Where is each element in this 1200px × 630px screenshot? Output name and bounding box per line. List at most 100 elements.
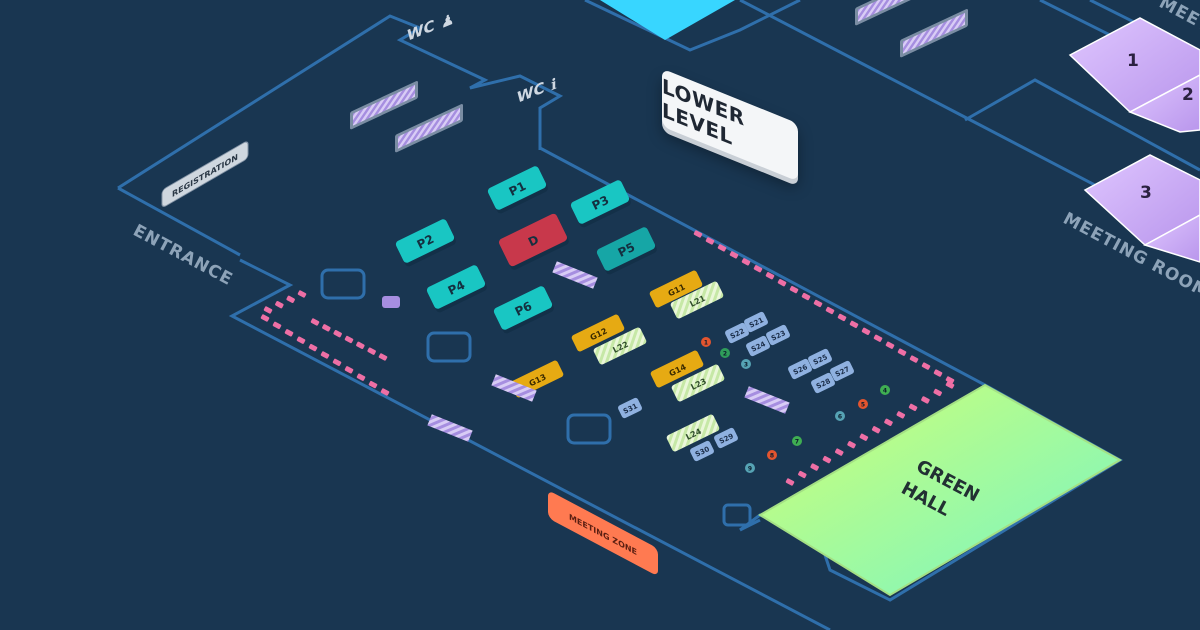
pink-dot	[260, 314, 270, 322]
meeting-room-1: 1	[1127, 51, 1139, 71]
pink-dot	[332, 358, 342, 367]
wc-left: WC ♟	[407, 10, 454, 45]
pink-dot	[834, 448, 844, 456]
booth-g12[interactable]: G12	[571, 314, 626, 353]
small-booth-s24[interactable]: S24	[745, 335, 771, 357]
pink-dot	[798, 470, 807, 479]
pink-dot	[310, 318, 320, 326]
pink-dot	[849, 320, 859, 329]
marker-4: 4	[880, 385, 890, 395]
pink-dot	[871, 426, 881, 434]
small-booth-s23[interactable]: S23	[765, 324, 791, 346]
pink-dot	[908, 403, 918, 412]
meeting-zone[interactable]: MEETING ZONE	[548, 490, 658, 576]
small-booth-s29[interactable]: S29	[713, 427, 739, 449]
small-booth-s28[interactable]: S28	[810, 372, 836, 394]
green-hall[interactable]	[758, 383, 1123, 597]
booth-body	[650, 350, 704, 388]
small-booth-body	[618, 397, 642, 419]
pink-dot	[847, 441, 856, 449]
pod-p4[interactable]: P4	[426, 264, 489, 314]
wc-left-label: WC	[407, 17, 435, 45]
meeting-rooms[interactable]	[1068, 17, 1200, 263]
booth-body	[666, 414, 720, 452]
pod-d[interactable]: D	[498, 212, 570, 271]
small-booth-body	[830, 360, 854, 382]
marker-3: 3	[741, 359, 751, 369]
pink-dot	[933, 369, 943, 377]
small-booth-body	[811, 372, 835, 394]
pink-dot	[896, 411, 906, 419]
pod-p1[interactable]: P1	[487, 165, 550, 215]
pink-dot	[263, 306, 273, 314]
marker-label: 6	[838, 414, 842, 421]
pink-dot	[785, 478, 795, 486]
pod-label: P5	[616, 240, 638, 260]
pink-dot	[933, 388, 942, 397]
marker-dot	[741, 359, 751, 369]
pink-dot	[921, 396, 930, 404]
marker-dot	[745, 463, 755, 473]
booth-g14[interactable]: G14	[650, 350, 705, 389]
pink-dot	[272, 321, 282, 330]
pink-dot	[789, 285, 799, 294]
booth-body	[670, 281, 724, 319]
booth-l23[interactable]: L23	[671, 364, 726, 403]
pink-dot	[297, 290, 307, 298]
pod-p6[interactable]: P6	[493, 285, 556, 335]
pod-body	[493, 286, 553, 330]
booth-g11[interactable]: G11	[649, 270, 704, 309]
meeting-room-3: 3	[1140, 183, 1152, 203]
escalators	[350, 0, 968, 153]
pod-p3[interactable]: P3	[570, 179, 633, 229]
pink-dot	[344, 335, 354, 344]
small-booth-body	[788, 358, 812, 380]
small-booth-s25[interactable]: S25	[807, 348, 833, 370]
marker-label: 5	[861, 402, 865, 409]
pod-p5[interactable]: P5	[596, 226, 659, 276]
small-booth-body	[744, 311, 768, 333]
pink-dot	[333, 330, 342, 338]
marker-label: 4	[883, 388, 887, 395]
pink-dot	[741, 258, 751, 266]
small-booth-s30[interactable]: S30	[689, 440, 715, 462]
pink-dot	[884, 418, 893, 426]
small-booth-s21[interactable]: S21	[743, 311, 769, 333]
pod-body	[487, 166, 547, 210]
pink-dot	[810, 463, 819, 471]
small-booth-body	[766, 324, 790, 346]
registration-label: REGISTRATION	[172, 153, 238, 200]
pink-dot	[765, 272, 775, 280]
marker-label: 3	[744, 362, 748, 369]
marker-dot	[701, 337, 711, 347]
pink-dot	[367, 347, 376, 355]
pod-p2[interactable]: P2	[395, 218, 458, 268]
small-booth-s31[interactable]: S31	[617, 397, 643, 419]
booth-l24[interactable]: L24	[666, 414, 721, 453]
small-booth-s22[interactable]: S22	[724, 322, 750, 344]
pink-dot	[945, 376, 955, 384]
floor-walls	[117, 0, 1200, 630]
marker-dot	[858, 399, 868, 409]
pod-body	[596, 227, 656, 271]
pod-body	[426, 265, 486, 309]
pink-dot	[717, 244, 727, 252]
marker-8: 8	[767, 450, 777, 460]
small-booth-s27[interactable]: S27	[829, 360, 855, 382]
booth-l21[interactable]: L21	[670, 281, 725, 320]
small-booth-s26[interactable]: S26	[787, 358, 813, 380]
pink-dot	[885, 341, 895, 349]
pod-body	[570, 180, 630, 224]
pod-label: P1	[507, 179, 529, 199]
marker-1: 1	[701, 337, 711, 347]
booth-body	[571, 314, 625, 352]
pink-dot	[380, 388, 390, 396]
booth-l22[interactable]: L22	[593, 327, 648, 366]
small-booth-body	[714, 427, 738, 449]
pink-dot	[322, 324, 331, 332]
pink-dot	[344, 366, 354, 374]
